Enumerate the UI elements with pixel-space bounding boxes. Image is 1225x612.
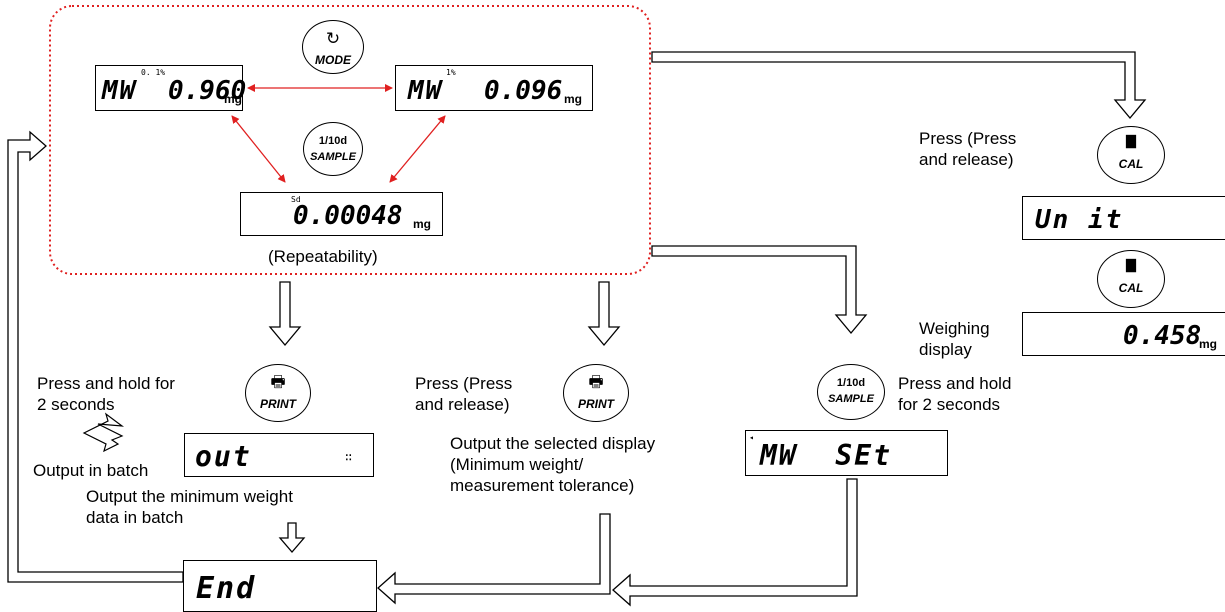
display-unit: mg	[224, 92, 242, 106]
print-button-press[interactable]: 🖶 PRINT	[563, 364, 629, 422]
label-line: and release)	[415, 395, 510, 414]
display-label: MW	[102, 76, 138, 106]
display-end: End	[183, 560, 377, 612]
label-line: Press (Press	[919, 129, 1017, 148]
indicator: 0. 1%	[141, 68, 166, 77]
arrow-to-print-press	[587, 281, 621, 347]
repeatability-label: (Repeatability)	[268, 247, 378, 266]
weight-icon: ▇	[1126, 257, 1136, 272]
display-unit-menu: Un it	[1022, 196, 1225, 240]
display-unit: mg	[1199, 337, 1217, 351]
display-value: MW SEt	[760, 439, 893, 472]
indicator: Sd	[291, 195, 301, 204]
sample-label: SAMPLE	[828, 393, 874, 405]
mode-button[interactable]: ↻ MODE	[302, 20, 364, 74]
print-icon: 🖶	[588, 374, 604, 391]
cal-press-release-label: Press (Press and release)	[919, 128, 1016, 170]
display-value: out	[195, 440, 252, 473]
print-press-release-label: Press (Press and release)	[415, 373, 512, 415]
sample-button-hold[interactable]: 1/10d SAMPLE	[817, 364, 885, 420]
sample-prefix: 1/10d	[318, 135, 348, 147]
print-label: PRINT	[578, 397, 614, 411]
label-line: and release)	[919, 150, 1014, 169]
cycle-arrow-right	[389, 115, 446, 183]
mode-group-outline	[49, 5, 651, 275]
label-line: Press and hold	[898, 374, 1012, 393]
arrow-return-loop	[7, 130, 184, 583]
cycle-arrow-left	[231, 115, 286, 183]
arrow-to-cal	[651, 51, 1147, 120]
label-line: Output the minimum weight	[86, 487, 293, 506]
label-line: for 2 seconds	[898, 395, 1001, 414]
display-unit: mg	[413, 217, 431, 231]
display-value: 0.458	[1123, 321, 1202, 351]
display-weighing: 0.458 mg	[1022, 312, 1225, 356]
mode-button-label: MODE	[315, 53, 351, 67]
cal-label: CAL	[1118, 281, 1144, 295]
weight-icon: ▇	[1126, 133, 1136, 148]
sample-button-top[interactable]: 1/10d SAMPLE	[303, 122, 363, 176]
display-out: out ∷	[184, 433, 374, 477]
output-selected-label: Output the selected display (Minimum wei…	[450, 433, 655, 496]
label-line: measurement tolerance)	[450, 476, 635, 495]
arrow-to-print-hold	[268, 281, 302, 347]
display-sd: Sd 0.00048 mg	[240, 192, 443, 236]
blink-indicator: ∷	[345, 450, 353, 464]
weighing-display-label: Weighing display	[919, 318, 990, 360]
output-in-batch-label: Output in batch	[33, 461, 149, 480]
cal-button-bottom[interactable]: ▇ CAL	[1097, 250, 1165, 308]
sample-label: SAMPLE	[310, 151, 356, 163]
label-line: display	[919, 340, 972, 359]
display-value: End	[196, 571, 257, 606]
output-lightning-icon	[82, 412, 125, 453]
arrow-print-to-end	[377, 513, 611, 605]
display-value: 0.00048	[293, 201, 403, 231]
label-line: (Minimum weight/	[450, 455, 584, 474]
press-hold-label: Press and hold for 2 seconds	[37, 373, 175, 415]
print-icon: 🖶	[270, 374, 286, 391]
label-line: Output the selected display	[450, 434, 656, 453]
display-value: 0.960	[168, 76, 247, 106]
label-line: Press and hold for	[37, 374, 175, 393]
cal-label: CAL	[1118, 157, 1144, 171]
label-line: Weighing	[919, 319, 990, 338]
display-value: Un it	[1035, 205, 1124, 235]
label-line: 2 seconds	[37, 395, 115, 414]
arrow-out-to-end	[278, 522, 306, 553]
cycle-icon: ↻	[325, 29, 341, 48]
display-mw-1: 1% MW 0.096 mg	[395, 65, 593, 111]
print-button-hold[interactable]: 🖶 PRINT	[245, 364, 311, 422]
display-unit: mg	[564, 92, 582, 106]
print-label: PRINT	[260, 397, 296, 411]
display-mw-01: 0. 1% MW 0.960 mg	[95, 65, 247, 111]
display-mw-set: ◂ MW SEt	[745, 430, 948, 476]
display-value: 0.096	[484, 76, 563, 106]
display-label: MW	[408, 76, 444, 106]
arrow-mwset-to-end	[612, 478, 858, 607]
label-line: Press (Press	[415, 374, 513, 393]
sample-press-hold-label: Press and hold for 2 seconds	[898, 373, 1011, 415]
output-min-weight-label: Output the minimum weight data in batch	[86, 486, 293, 528]
arrow-to-sample	[651, 245, 868, 335]
cal-button-top[interactable]: ▇ CAL	[1097, 126, 1165, 184]
stable-indicator: ◂	[749, 433, 754, 442]
indicator: 1%	[446, 68, 456, 77]
label-line: data in batch	[86, 508, 184, 527]
sample-prefix: 1/10d	[836, 377, 866, 389]
